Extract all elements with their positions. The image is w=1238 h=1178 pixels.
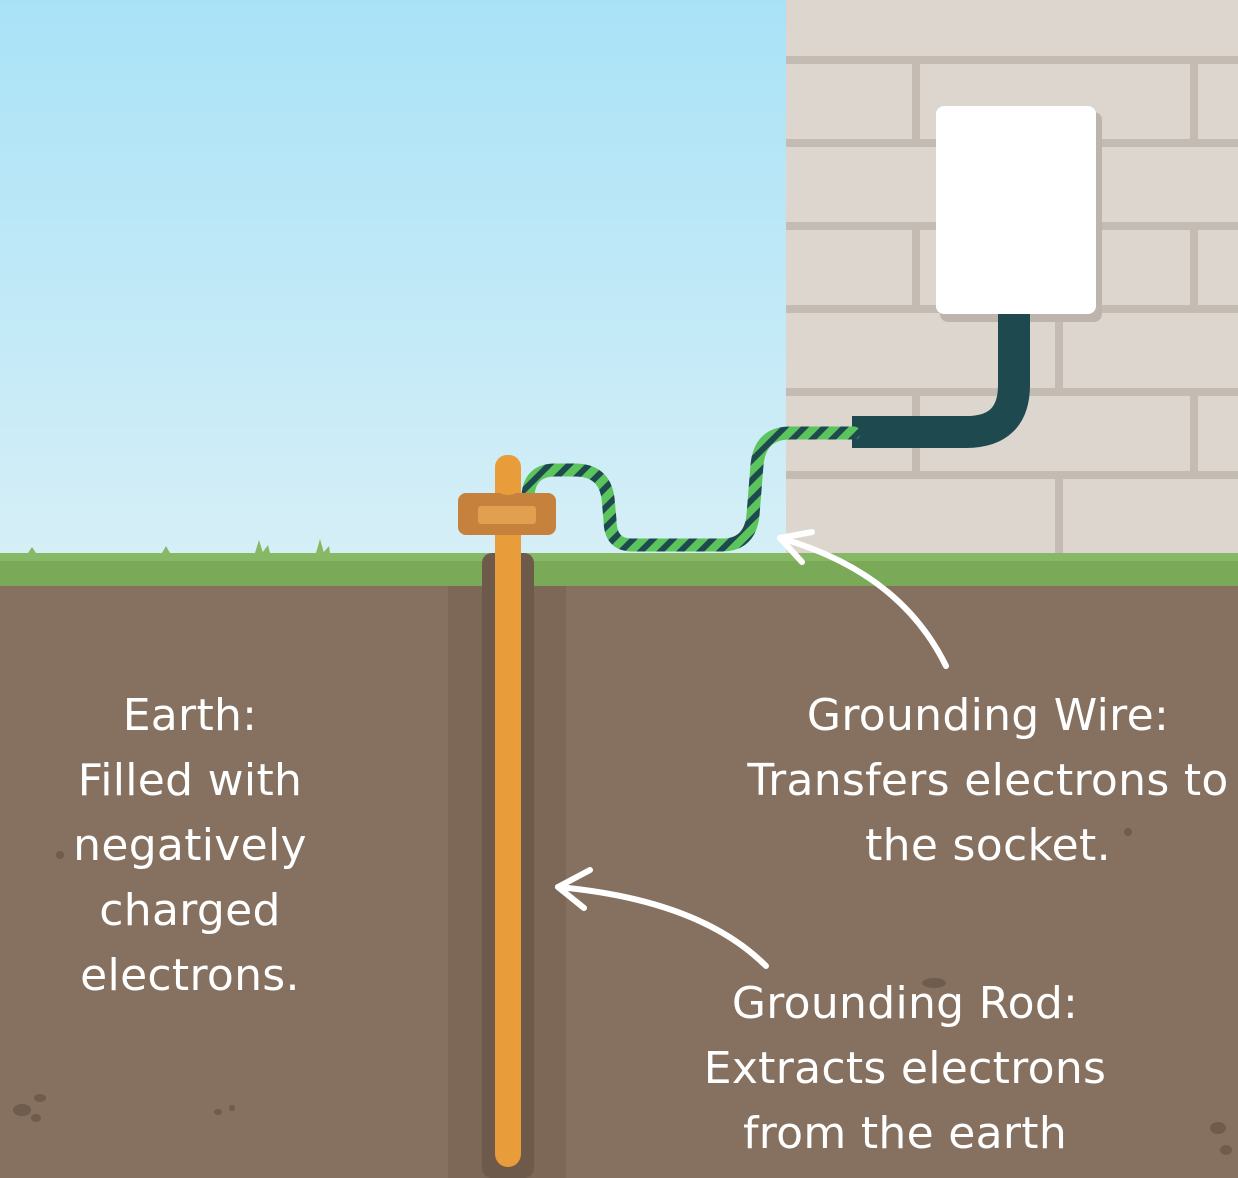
grounding-rod-label-line: from the earth [742,1108,1068,1159]
sky [0,0,790,560]
earth-label-line: Filled with [77,755,303,806]
grounding-wire-label: Grounding Wire: Transfers electrons to t… [738,683,1238,878]
earth-label-line: Earth: [122,690,258,741]
grass-tufts [28,539,330,553]
arrow-to-wire [777,529,949,669]
arrow-to-rod [555,867,769,969]
soil-specks [13,828,1232,1155]
grounding-rod-label: Grounding Rod: Extracts electrons from t… [680,971,1130,1166]
grounding-wire-label-line: Transfers electrons to [747,755,1229,806]
grounding-rod [495,455,521,1167]
earth-label-line: electrons. [80,950,300,1001]
conduit [852,314,1030,448]
earth-label-line: negatively [73,820,307,871]
grounding-wire-label-line: the socket. [865,820,1111,871]
grounding-rod-label-line: Grounding Rod: [731,978,1079,1029]
grounding-wire-label-line: Grounding Wire: [806,690,1170,741]
earth-label: Earth: Filled with negatively charged el… [40,683,340,1008]
earth-label-line: charged [99,885,281,936]
socket-box [936,106,1096,314]
grounding-rod-label-line: Extracts electrons [703,1043,1107,1094]
soil [0,586,1238,1178]
grounding-wire [521,426,861,552]
